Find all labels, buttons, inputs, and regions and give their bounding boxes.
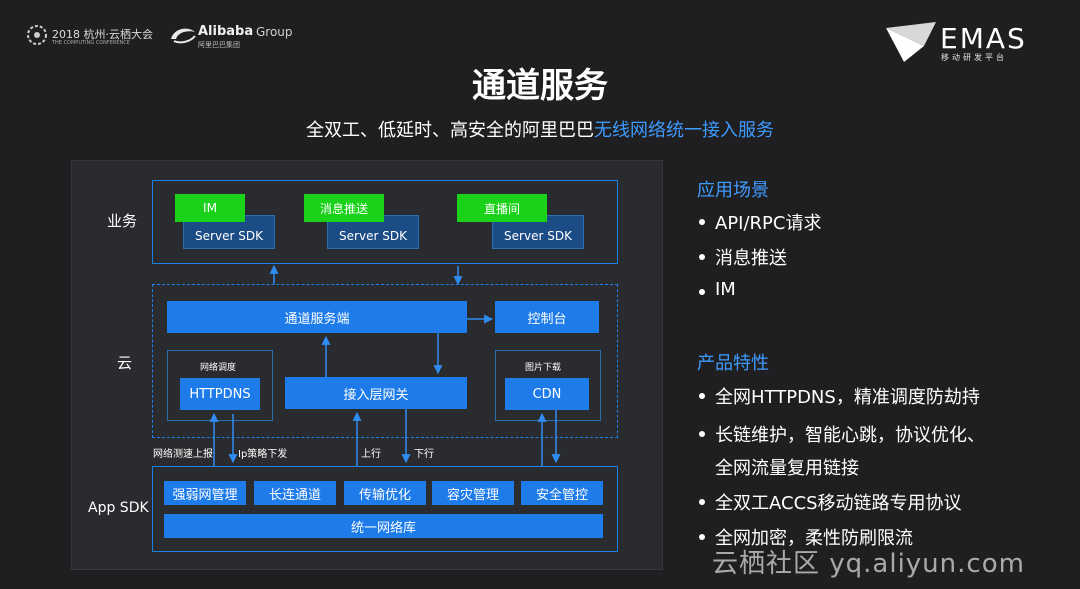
layer-label-cloud: 云 [117, 354, 133, 372]
watermark-text: 云栖社区 yq.aliyun.com [712, 549, 1025, 579]
cloud-layer-frame [152, 284, 618, 438]
image-download-title: 图片下载 [525, 363, 562, 373]
sdk-module-transfer-optimization: 传输优化 [344, 481, 426, 505]
service-push-box: 消息推送 [304, 194, 384, 222]
emas-subtext: 移动研发平台 [941, 53, 1007, 62]
arrow-label-ip-strategy: Ip策略下发 [238, 449, 288, 460]
alibaba-subtext: 阿里巴巴集团 [198, 41, 240, 49]
sdk-module-long-connection: 长连通道 [254, 481, 336, 505]
bullet-dot-icon [699, 431, 705, 437]
alibaba-group-text: Group [256, 25, 293, 39]
console-box: 控制台 [495, 301, 599, 333]
scenario-item-1: API/RPC请求 [715, 213, 822, 234]
httpdns-box: HTTPDNS [180, 378, 260, 410]
page-title: 通道服务 [472, 66, 608, 106]
feature-item-1: 全网HTTPDNS，精准调度防劫持 [715, 387, 980, 408]
layer-label-sdk: App SDK [88, 500, 149, 516]
feature-item-4: 全网加密，柔性防刷限流 [715, 528, 913, 549]
arrow-label-down: 下行 [414, 449, 434, 460]
subtitle-plain: 全双工、低延时、高安全的阿里巴巴 [306, 120, 594, 141]
conference-subtext: THE COMPUTING CONFERENCE [52, 40, 130, 46]
sdk-layer-frame [152, 466, 618, 552]
page-subtitle: 全双工、低延时、高安全的阿里巴巴无线网络统一接入服务 [0, 116, 1080, 142]
scenarios-title: 应用场景 [697, 180, 769, 201]
alibaba-text: Alibaba [198, 24, 254, 39]
bullet-dot-icon [699, 499, 705, 505]
sdk-unified-network-library: 统一网络库 [164, 514, 603, 538]
gateway-box: 接入层网关 [285, 377, 467, 409]
image-download-frame [495, 350, 601, 421]
network-dispatch-frame [167, 350, 273, 421]
layer-label-business: 业务 [107, 212, 138, 230]
feature-item-2-line-1: 长链维护，智能心跳，协议优化、 [715, 425, 985, 446]
channel-server-box: 通道服务端 [167, 301, 467, 333]
arrow-label-report: 网络测速上报 [153, 449, 213, 460]
alibaba-logo-icon [171, 28, 196, 44]
arrow-label-up: 上行 [361, 449, 381, 460]
scenario-item-3: IM [715, 279, 736, 300]
bullet-dot-icon [699, 219, 705, 225]
network-dispatch-title: 网络调度 [200, 363, 237, 373]
bullet-dot-icon [699, 393, 705, 399]
bullet-dot-icon [699, 254, 705, 260]
emas-text: EMAS [940, 22, 1027, 55]
business-layer-frame [152, 180, 618, 264]
service-im-box: IM [175, 194, 245, 222]
sdk-module-security: 安全管控 [521, 481, 603, 505]
computing-conference-logo-icon [27, 25, 47, 45]
scenario-item-2: 消息推送 [715, 248, 787, 269]
feature-item-2-line-2: 全网流量复用链接 [715, 458, 859, 479]
bullet-dot-icon [699, 289, 705, 295]
feature-item-3: 全双工ACCS移动链路专用协议 [715, 493, 962, 514]
emas-logo-icon [886, 22, 936, 62]
cdn-box: CDN [505, 378, 589, 410]
service-live-box: 直播间 [457, 194, 547, 222]
features-title: 产品特性 [697, 353, 769, 374]
conference-text: 2018 杭州·云栖大会 [52, 28, 153, 41]
sdk-module-disaster-recovery: 容灾管理 [432, 481, 514, 505]
header-bar: 2018 杭州·云栖大会 THE COMPUTING CONFERENCE Al… [0, 0, 1080, 62]
sdk-module-weak-network: 强弱网管理 [164, 481, 246, 505]
bullet-dot-icon [699, 534, 705, 540]
subtitle-highlight: 无线网络统一接入服务 [594, 120, 774, 141]
